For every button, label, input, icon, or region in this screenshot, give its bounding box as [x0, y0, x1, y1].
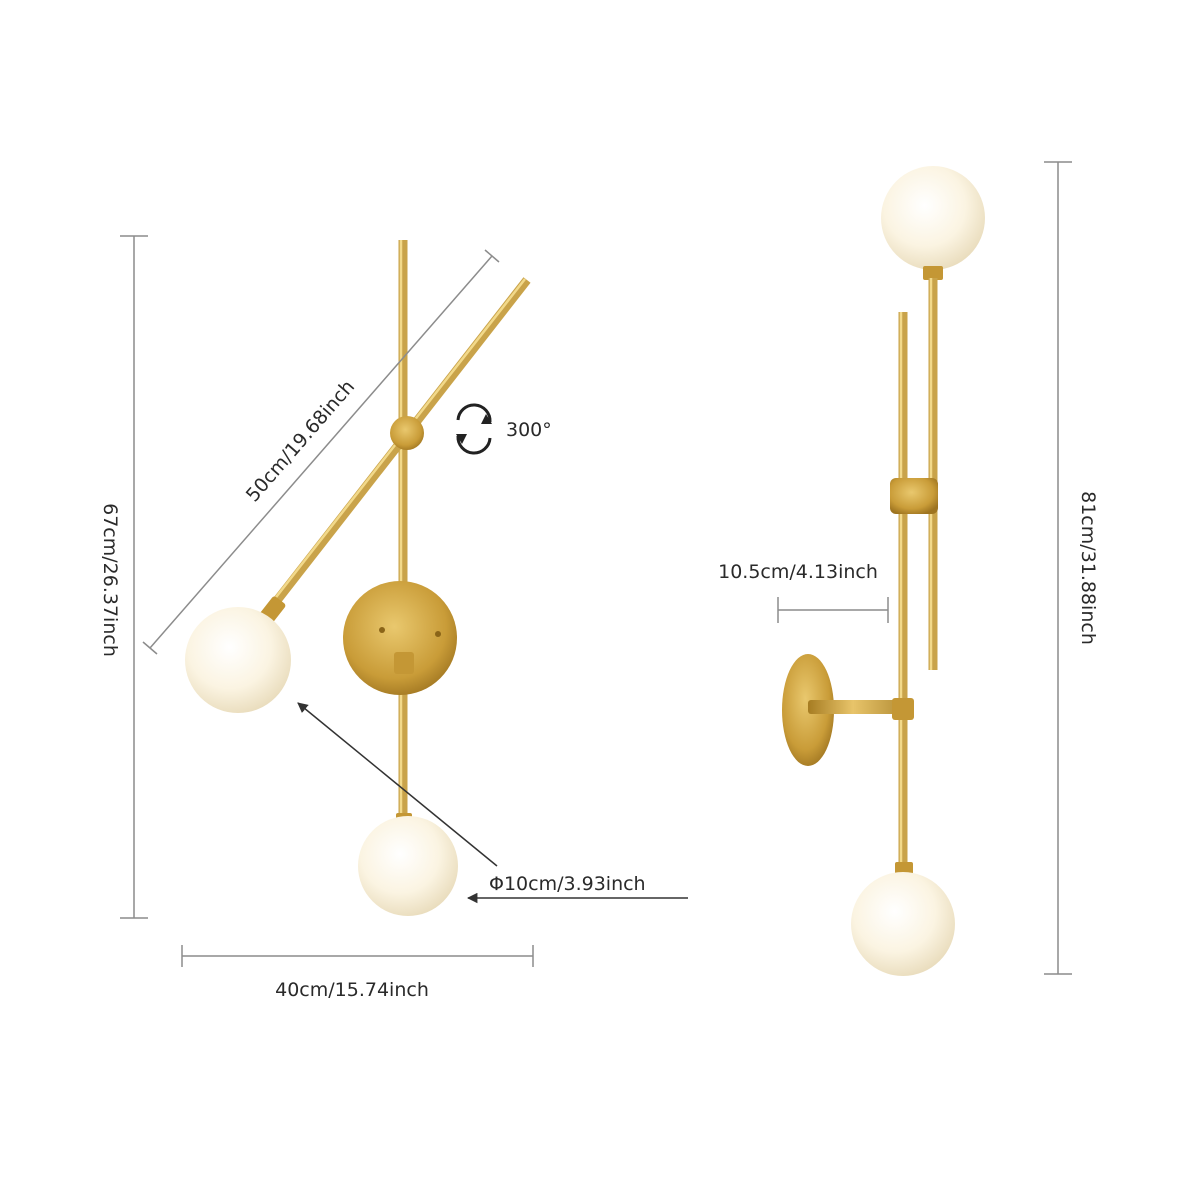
left-lamp — [185, 240, 531, 916]
right-arm-joint — [892, 698, 914, 720]
right-lamp — [782, 166, 985, 976]
left-wall-plate — [343, 581, 457, 695]
rotation-indicator: 300° — [456, 403, 552, 455]
right-top-socket — [923, 266, 943, 280]
globe-diameter-dimension: Φ10cm/3.93inch — [297, 702, 688, 904]
right-bottom-globe — [851, 872, 955, 976]
right-top-globe — [881, 166, 985, 270]
left-width-label: 40cm/15.74inch — [275, 979, 429, 1001]
left-plate-mount — [394, 652, 414, 674]
right-wall-arm — [808, 700, 908, 714]
left-height-label: 67cm/26.37inch — [99, 503, 121, 657]
left-pivot-joint — [390, 416, 424, 450]
diagonal-arm-label: 50cm/19.68inch — [242, 376, 359, 506]
rotation-label: 300° — [506, 419, 552, 441]
left-plate-screw — [379, 627, 385, 633]
left-arm-globe — [185, 607, 291, 713]
right-slide-collar — [890, 478, 938, 514]
left-width-dimension: 40cm/15.74inch — [181, 945, 534, 1001]
rotate-arrows-icon — [456, 403, 492, 455]
wall-projection-dimension: 10.5cm/4.13inch — [718, 561, 889, 623]
left-plate-screw — [435, 631, 441, 637]
globe-diameter-label: Φ10cm/3.93inch — [489, 873, 646, 895]
left-height-dimension: 67cm/26.37inch — [99, 235, 148, 919]
wall-projection-label: 10.5cm/4.13inch — [718, 561, 878, 583]
right-height-label: 81cm/31.88inch — [1077, 491, 1099, 645]
left-bottom-globe — [358, 816, 458, 916]
right-height-dimension: 81cm/31.88inch — [1044, 161, 1099, 975]
diagonal-arm-dimension: 50cm/19.68inch — [142, 249, 500, 655]
